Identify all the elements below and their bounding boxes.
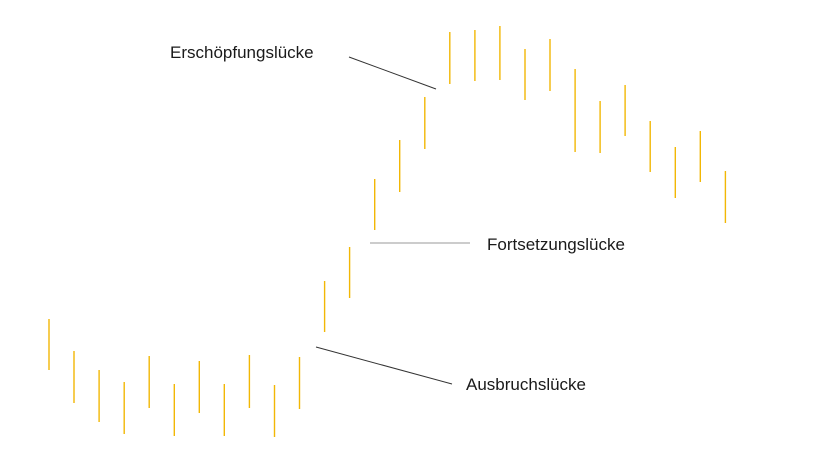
price-bars xyxy=(48,26,727,437)
exhaustion-gap-leader xyxy=(348,56,437,90)
breakaway-gap-leader xyxy=(315,346,453,385)
continuation-gap-label: Fortsetzungslücke xyxy=(487,235,625,254)
breakaway-gap-label: Ausbruchslücke xyxy=(466,375,586,394)
exhaustion-gap-label: Erschöpfungslücke xyxy=(170,43,314,62)
